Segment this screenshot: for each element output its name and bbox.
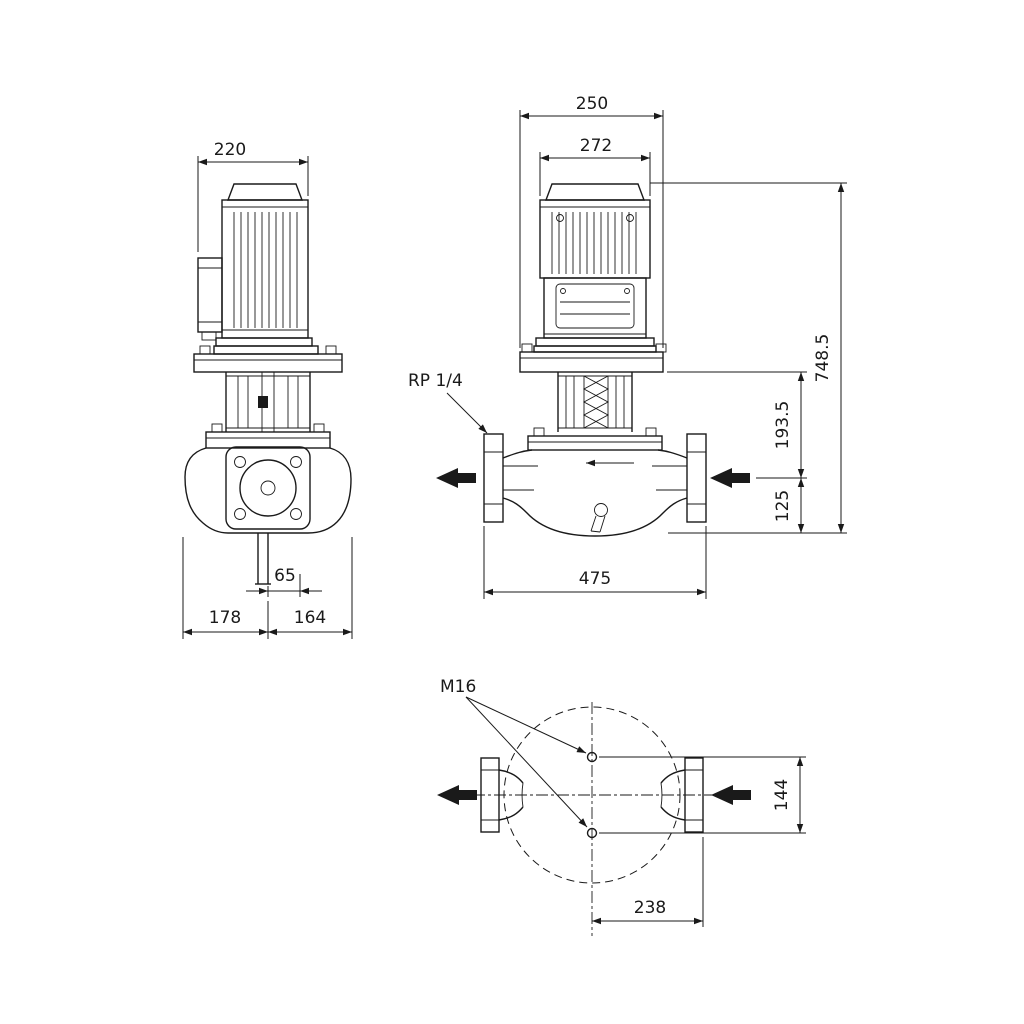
dim-base-right-label: 164 bbox=[294, 608, 326, 628]
front-flange-left bbox=[483, 433, 504, 523]
gauge-tapping-label: RP 1/4 bbox=[408, 371, 463, 391]
front-dim-port-to-port: 475 bbox=[483, 526, 707, 599]
bolt-size-leader-bottom bbox=[465, 696, 588, 828]
side-head-plate bbox=[205, 431, 331, 449]
dim-motor-depth-label: 220 bbox=[214, 140, 246, 160]
side-stool-plate bbox=[193, 353, 343, 373]
side-terminal-box bbox=[197, 257, 223, 341]
front-terminal-cover bbox=[555, 283, 635, 329]
dim-depth-label: 250 bbox=[576, 94, 608, 114]
front-dim-port-height: 125 bbox=[773, 478, 805, 533]
bolt-size-label: M16 bbox=[440, 677, 476, 697]
front-dim-flange-to-seal: 193.5 bbox=[667, 371, 807, 479]
front-dim-motor-width: 272 bbox=[539, 136, 651, 196]
side-port-flange-plate bbox=[225, 446, 311, 530]
side-view: 220 65 178 164 bbox=[182, 140, 353, 639]
dim-bolt-spacing-label: 144 bbox=[772, 779, 792, 811]
side-dim-motor-depth: 220 bbox=[197, 140, 309, 252]
side-motor-shell bbox=[221, 199, 309, 339]
flow-arrow-plan-left bbox=[437, 785, 477, 805]
bolt-size-callout: M16 bbox=[440, 677, 588, 828]
side-flange-bolt-hole bbox=[234, 508, 246, 520]
dim-flange-to-seal-label: 193.5 bbox=[773, 401, 793, 450]
side-volute bbox=[184, 446, 352, 585]
side-motor-fins bbox=[233, 212, 298, 328]
front-eyebolt-right bbox=[626, 214, 634, 222]
side-stool-bolt-left bbox=[199, 345, 211, 355]
gauge-tapping-callout: RP 1/4 bbox=[408, 371, 488, 434]
side-flange-bolt-hole bbox=[290, 508, 302, 520]
dim-center-to-face-label: 238 bbox=[634, 898, 666, 918]
side-dim-drain-offset: 65 bbox=[246, 566, 322, 597]
side-motor-cap bbox=[226, 183, 304, 201]
plan-dim-center-to-face: 238 bbox=[592, 837, 704, 927]
side-lantern bbox=[225, 372, 311, 432]
dim-port-height-label: 125 bbox=[773, 490, 793, 522]
front-dim-depth: 250 bbox=[519, 94, 664, 348]
dim-base-left-label: 178 bbox=[209, 608, 241, 628]
front-lantern bbox=[557, 372, 633, 432]
front-motor-fins bbox=[551, 212, 637, 274]
front-stool-bolt-left bbox=[521, 343, 533, 353]
front-eyebolt-left bbox=[556, 214, 564, 222]
bolt-size-leader-top bbox=[465, 696, 587, 754]
side-flange-bolt-hole bbox=[234, 456, 246, 468]
front-flange-right bbox=[686, 433, 707, 523]
dim-drain-offset-label: 65 bbox=[274, 566, 296, 586]
plan-bolt-hole-top bbox=[586, 751, 598, 763]
plan-dim-bolt-spacing: 144 bbox=[599, 756, 806, 834]
front-volute bbox=[483, 433, 707, 537]
coupling-guard-grille bbox=[583, 375, 609, 429]
plan-flange-right bbox=[660, 757, 704, 833]
plan-motor-outline bbox=[503, 706, 681, 884]
front-stool-plate bbox=[519, 351, 664, 373]
front-head-plate bbox=[527, 435, 663, 451]
gauge-tapping-leader bbox=[446, 392, 488, 434]
side-flange-bolt-hole bbox=[290, 456, 302, 468]
dim-port-to-port-label: 475 bbox=[579, 569, 611, 589]
front-dim-overall-height: 748.5 bbox=[650, 182, 847, 534]
plan-view: M16 144 238 bbox=[437, 677, 806, 936]
side-stool-bolt-right bbox=[325, 345, 337, 355]
dim-overall-height-label: 748.5 bbox=[813, 334, 833, 383]
side-port-bore bbox=[239, 459, 297, 517]
front-motor-shell bbox=[539, 199, 651, 279]
front-motor-cap bbox=[544, 183, 646, 201]
plan-bolt-hole-bottom bbox=[586, 827, 598, 839]
flow-arrow-plan-right bbox=[711, 785, 751, 805]
plan-flange-left bbox=[480, 757, 524, 833]
side-dim-base: 178 164 bbox=[182, 537, 353, 639]
dim-motor-width-label: 272 bbox=[580, 136, 612, 156]
side-shaft-key bbox=[258, 396, 268, 408]
flow-arrow-front-right bbox=[710, 468, 750, 488]
flow-arrow-front-left bbox=[436, 468, 476, 488]
front-stator-housing bbox=[543, 277, 647, 339]
front-stool-bolt-right bbox=[655, 343, 667, 353]
front-view: RP 1/4 250 272 748.5 193. bbox=[408, 94, 847, 599]
front-drain-plug bbox=[594, 503, 608, 517]
